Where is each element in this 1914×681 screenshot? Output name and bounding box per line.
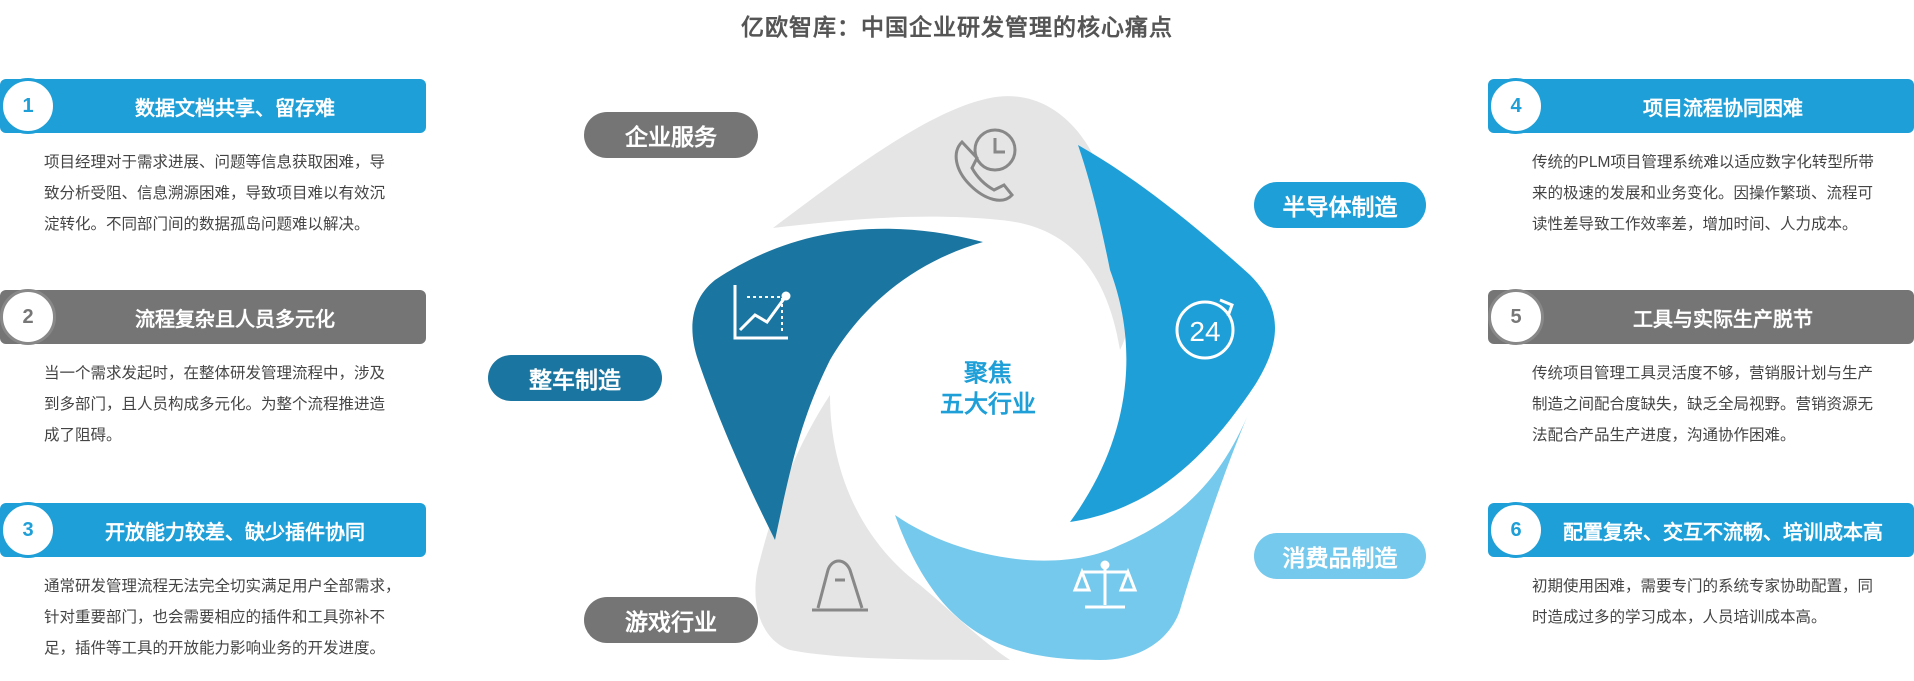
desc-line: 通常研发管理流程无法完全切实满足用户全部需求， [44,578,401,595]
pain-point-3-title: 开放能力较差、缺少插件协同 [105,521,365,544]
pain-point-2-header: 2 流程复杂且人员多元化 [0,289,426,345]
pain-point-1-title: 数据文档共享、留存难 [135,97,335,120]
pain-point-5: 5 工具与实际生产脱节 传统项目管理工具灵活度不够，营销服计划与生产 制造之间配… [1488,289,1914,451]
center-label-line2: 五大行业 [940,391,1036,418]
pain-point-6-title: 配置复杂、交互不流畅、培训成本高 [1563,521,1883,544]
desc-line: 淀转化。不同部门间的数据孤岛问题难以解决。 [44,216,370,233]
page-title: 亿欧智库：中国企业研发管理的核心痛点 [741,14,1173,40]
pain-point-5-title: 工具与实际生产脱节 [1633,308,1813,331]
pain-point-3: 3 开放能力较差、缺少插件协同 通常研发管理流程无法完全切实满足用户全部需求， … [0,502,426,664]
pain-point-2-title: 流程复杂且人员多元化 [135,308,335,331]
pain-point-2-number: 2 [0,289,56,345]
pill-automotive: 整车制造 [488,355,662,401]
pain-point-1-header: 1 数据文档共享、留存难 [0,78,426,134]
pain-point-2-desc: 当一个需求发起时，在整体研发管理流程中，涉及 到多部门，且人员构成多元化。为整个… [0,358,426,451]
pain-point-4: 4 项目流程协同困难 传统的PLM项目管理系统难以适应数字化转型所带 来的极速的… [1488,78,1914,240]
mountain-bell-icon [812,559,868,612]
desc-line: 成了阻碍。 [44,427,122,444]
desc-line: 传统项目管理工具灵活度不够，营销服计划与生产 [1532,365,1874,382]
pain-point-1-desc: 项目经理对于需求进展、问题等信息获取困难，导 致分析受阻、信息溯源困难，导致项目… [0,147,426,240]
desc-line: 致分析受阻、信息溯源困难，导致项目难以有效沉 [44,185,386,202]
pain-point-3-desc: 通常研发管理流程无法完全切实满足用户全部需求， 针对重要部门，也会需要相应的插件… [0,571,426,664]
pill-enterprise-service: 企业服务 [584,112,758,158]
pain-point-5-desc: 传统项目管理工具灵活度不够，营销服计划与生产 制造之间配合度缺失，缺乏全局视野。… [1488,358,1914,451]
blade-semiconductor [1070,145,1275,522]
desc-line: 制造之间配合度缺失，缺乏全局视野。营销资源无 [1532,396,1874,413]
desc-line: 时造成过多的学习成本，人员培训成本高。 [1532,609,1827,626]
svg-text:24: 24 [1189,316,1220,347]
desc-line: 读性差导致工作效率差，增加时间、人力成本。 [1532,216,1858,233]
blade-gaming [755,395,1010,660]
pain-point-6-desc: 初期使用困难，需要专门的系统专家协助配置，同 时造成过多的学习成本，人员培训成本… [1488,571,1914,633]
desc-line: 法配合产品生产进度，沟通协作困难。 [1532,427,1796,444]
pain-point-3-header: 3 开放能力较差、缺少插件协同 [0,502,426,558]
desc-line: 来的极速的发展和业务变化。因操作繁琐、流程可 [1532,185,1874,202]
phone-clock-icon [954,128,1017,202]
pain-point-6-header: 6 配置复杂、交互不流畅、培训成本高 [1488,502,1914,558]
pain-point-4-desc: 传统的PLM项目管理系统难以适应数字化转型所带 来的极速的发展和业务变化。因操作… [1488,147,1914,240]
pain-point-3-number: 3 [0,502,56,558]
pill-gaming: 游戏行业 [584,597,758,643]
pain-point-5-number: 5 [1488,289,1544,345]
desc-line: 当一个需求发起时，在整体研发管理流程中，涉及 [44,365,386,382]
pain-point-1: 1 数据文档共享、留存难 项目经理对于需求进展、问题等信息获取困难，导 致分析受… [0,78,426,240]
pill-consumer-goods: 消费品制造 [1254,533,1426,579]
blade-consumer-goods [895,410,1250,660]
pain-point-4-title: 项目流程协同困难 [1643,97,1803,120]
blade-enterprise-service [773,96,1132,351]
blade-automotive [692,228,983,540]
scale-icon [1072,560,1138,609]
desc-line: 项目经理对于需求进展、问题等信息获取困难，导 [44,154,386,171]
pain-point-4-header: 4 项目流程协同困难 [1488,78,1914,134]
pain-point-6: 6 配置复杂、交互不流畅、培训成本高 初期使用困难，需要专门的系统专家协助配置，… [1488,502,1914,633]
24-hour-icon [1175,298,1235,360]
line-chart-icon [733,285,791,340]
pill-semiconductor: 半导体制造 [1254,182,1426,228]
desc-line: 足，插件等工具的开放能力影响业务的开发进度。 [44,640,386,657]
pain-point-2: 2 流程复杂且人员多元化 当一个需求发起时，在整体研发管理流程中，涉及 到多部门… [0,289,426,451]
pain-point-4-number: 4 [1488,78,1544,134]
center-label: 聚焦 五大行业 [888,358,1088,420]
desc-line: 到多部门，且人员构成多元化。为整个流程推进造 [44,396,386,413]
desc-line: 初期使用困难，需要专门的系统专家协助配置，同 [1532,578,1874,595]
desc-line: 针对重要部门，也会需要相应的插件和工具弥补不 [44,609,386,626]
pain-point-1-number: 1 [0,78,56,134]
pain-point-5-header: 5 工具与实际生产脱节 [1488,289,1914,345]
desc-line: 传统的PLM项目管理系统难以适应数字化转型所带 [1532,154,1874,171]
center-label-line1: 聚焦 [964,360,1012,387]
pain-point-6-number: 6 [1488,502,1544,558]
